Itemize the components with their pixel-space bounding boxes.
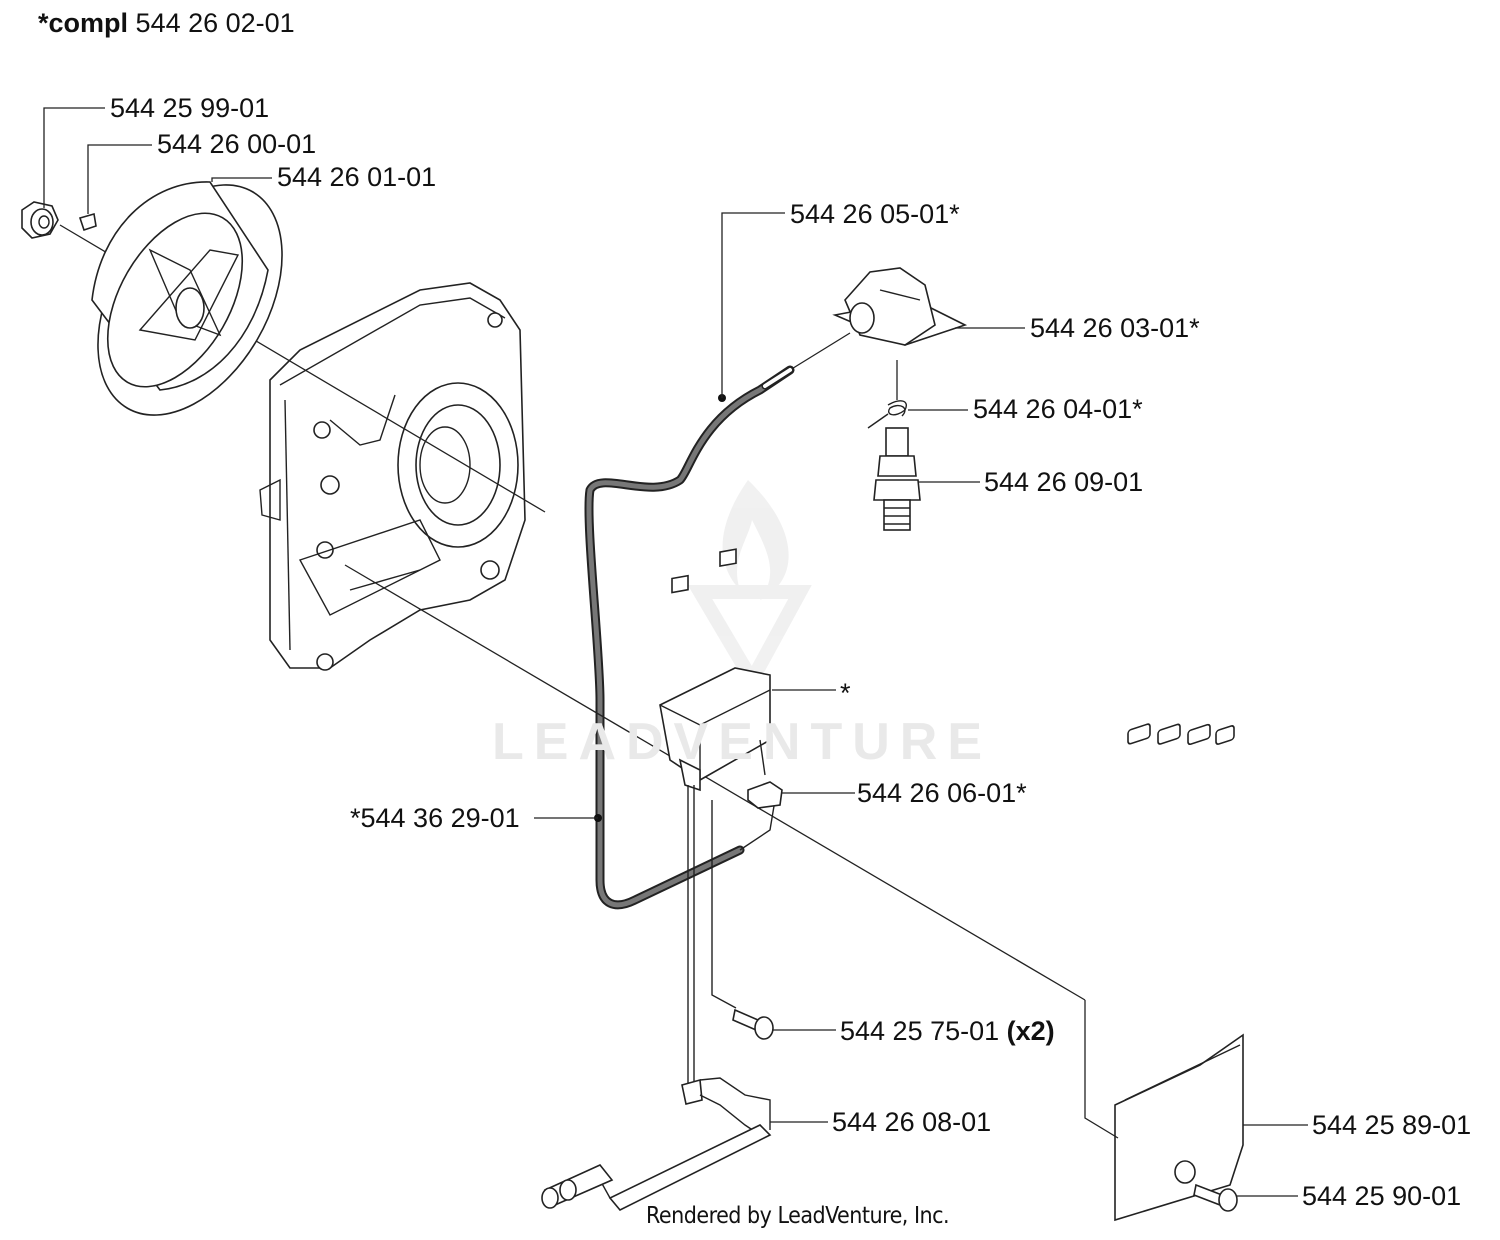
spark-plug-cap [832,267,968,346]
module-axis-line [344,564,1086,1001]
label-cover[interactable]: 544 25 89-01 [1312,1110,1472,1140]
assembly-title: *compl 544 26 02-01 [38,8,295,38]
ht-lead-wire [584,365,795,910]
flywheel [91,181,283,416]
title-number: 544 26 02-01 [135,8,295,38]
woodruff-key [78,212,97,232]
leader-lines [43,107,1308,1197]
label-contact-cable[interactable]: 544 26 08-01 [832,1107,992,1137]
short-circuit-wire [687,785,695,1085]
label-ignition-module[interactable]: * [840,678,851,708]
label-nut[interactable]: 544 25 99-01 [110,93,270,123]
leadventure-watermark-icon [687,480,812,695]
flywheel-nut [21,201,59,239]
label-holder[interactable]: 544 26 06-01* [857,778,1027,808]
plug-spring [867,400,907,429]
crankcase [259,282,526,671]
label-screw[interactable]: 544 25 75-01 (x2) [840,1016,1055,1046]
label-short-circuit-cable[interactable]: *544 36 29-01 [350,803,520,833]
label-screw-qty: (x2) [1006,1016,1055,1046]
label-ht-lead[interactable]: 544 26 05-01* [790,199,960,229]
cylinder-cover [1114,723,1244,1222]
label-key[interactable]: 544 26 00-01 [157,129,317,159]
ignition-module [659,548,771,792]
contact-cable [541,1077,772,1211]
label-spark-plug[interactable]: 544 26 09-01 [984,467,1144,497]
title-prefix: *compl [38,8,129,38]
label-screw-number: 544 25 75-01 [840,1016,1000,1046]
label-cover-screw[interactable]: 544 25 90-01 [1302,1181,1462,1211]
label-spring[interactable]: 544 26 04-01* [973,394,1143,424]
label-flywheel[interactable]: 544 26 01-01 [277,162,437,192]
screw-lead-line [711,800,737,1009]
cover-axis-line [1084,1000,1119,1139]
watermark-text: LEADVENTURE [492,713,993,771]
cap-lead-line [789,332,851,371]
spark-plug [873,427,921,531]
label-plug-cap[interactable]: 544 26 03-01* [1030,313,1200,343]
module-screw [732,1008,774,1040]
cable-holder [747,781,783,809]
cover-screw [1193,1183,1238,1212]
render-credit: Rendered by LeadVenture, Inc. [646,1203,950,1229]
